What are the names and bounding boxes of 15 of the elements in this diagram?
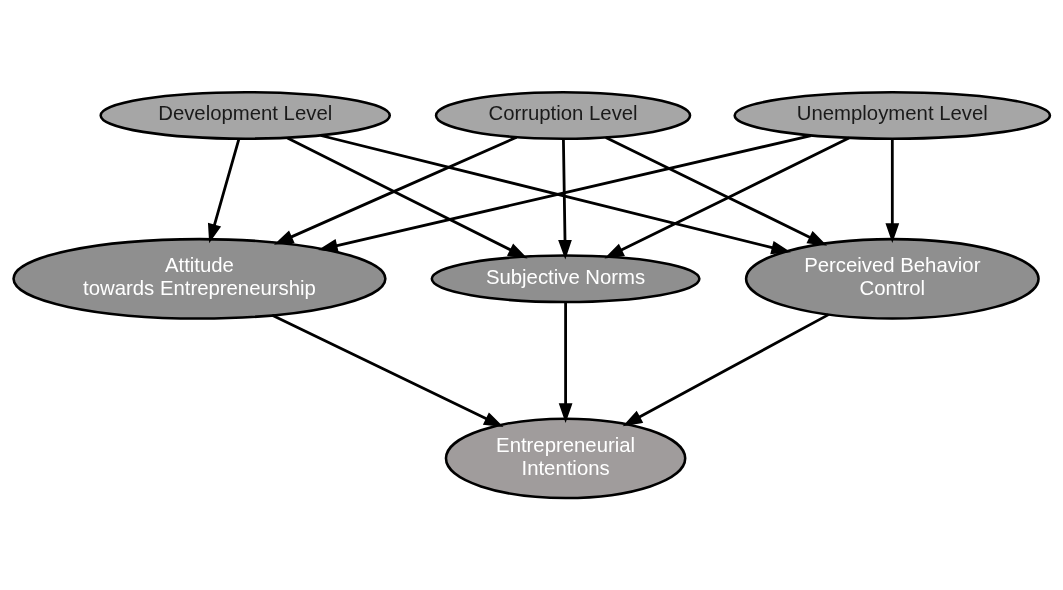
node-ellipse: Corruption Level: [434, 90, 692, 140]
arrow: [207, 138, 241, 244]
node-ellipse: Entrepreneurial Intentions: [444, 417, 687, 500]
node-ellipse: Development Level: [99, 90, 391, 140]
arrow: [271, 314, 504, 428]
arrow: [885, 139, 900, 243]
arrow: [558, 139, 572, 260]
arrow: [605, 136, 828, 246]
node-ellipse: Unemployment Level: [733, 90, 1052, 140]
node-ellipse: Subjective Norms: [430, 254, 701, 304]
arrow: [604, 136, 850, 259]
arrow: [558, 302, 573, 423]
arrow: [286, 136, 528, 259]
arrow: [273, 135, 518, 245]
arrow: [622, 313, 830, 427]
